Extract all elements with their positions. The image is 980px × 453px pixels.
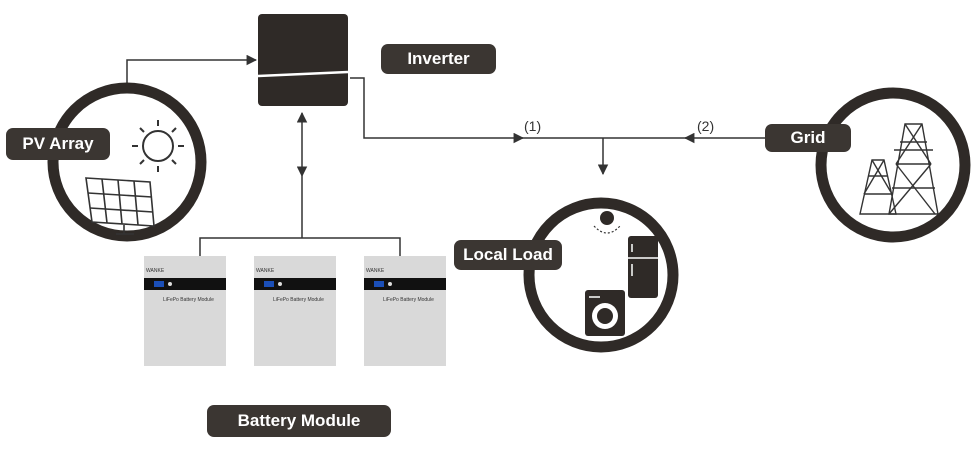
battery-unit [254, 256, 336, 366]
battery-bus-line [199, 237, 401, 256]
flow-marker-2: (2) [697, 118, 715, 134]
lightbulb-icon [593, 211, 621, 234]
inverter-label: Inverter [381, 44, 496, 74]
flow-marker-1: (1) [524, 118, 542, 134]
battery-module-text: LiFePo Battery Module [383, 297, 434, 303]
battery-module-text: LiFePo Battery Module [273, 297, 324, 303]
washing-machine-icon [585, 290, 625, 336]
refrigerator-icon [628, 236, 658, 298]
local-load-node [523, 197, 679, 353]
sun-icon [132, 120, 184, 172]
connection-lines [126, 54, 765, 256]
pv-array-node [47, 82, 207, 242]
grid-node [815, 87, 971, 243]
battery-brand-label: WANKE [146, 268, 165, 274]
battery-module-label: Battery Module [207, 405, 391, 437]
battery-brand-label: WANKE [366, 268, 385, 274]
battery-modules: WANKE WANKE WANKE LiFePo Battery Module … [144, 256, 446, 366]
grid-label: Grid [765, 124, 851, 152]
transmission-tower-icon [859, 123, 939, 215]
solar-panel-icon [85, 177, 155, 235]
battery-brand-label: WANKE [256, 268, 275, 274]
inverter-to-load-line [350, 77, 525, 144]
battery-unit [364, 256, 446, 366]
battery-module-text: LiFePo Battery Module [163, 297, 214, 303]
battery-unit [144, 256, 226, 366]
local-load-label: Local Load [454, 240, 562, 270]
inverter-box [257, 14, 349, 106]
pv-array-label: PV Array [6, 128, 110, 160]
